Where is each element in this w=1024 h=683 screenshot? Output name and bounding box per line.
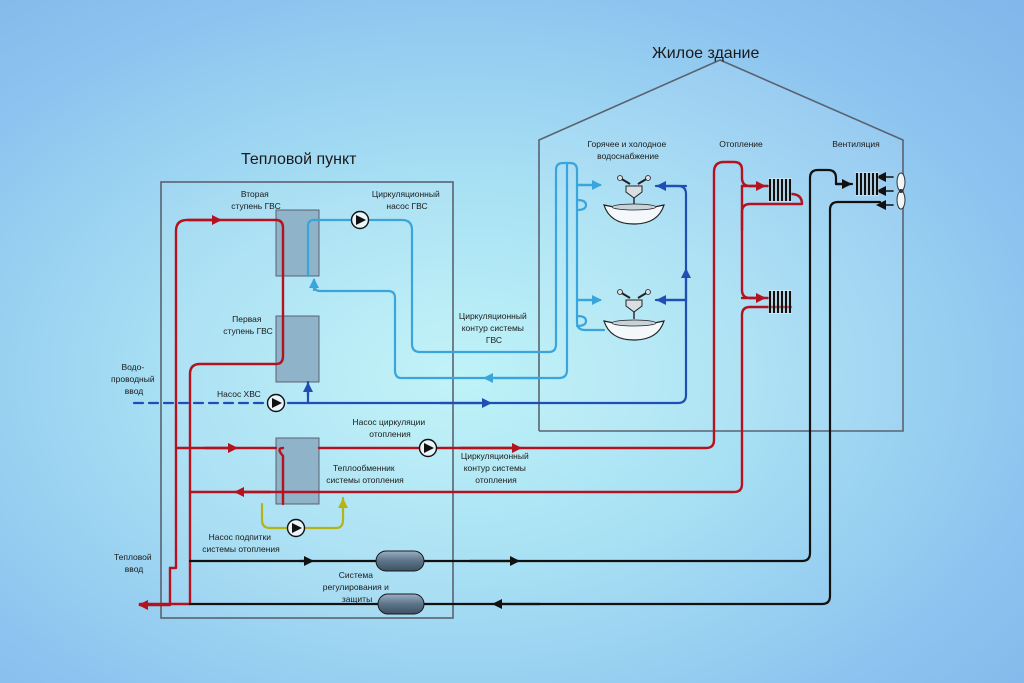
sink-lower-icon (603, 289, 665, 341)
radiator-lower-icon (766, 288, 794, 316)
sink-upper-icon (603, 175, 665, 225)
building-outline (538, 59, 904, 432)
building-title: Жилое здание (652, 45, 759, 62)
dhw-stage1-label: Первая ступень ГВС (223, 314, 272, 336)
control-tank-top (375, 550, 425, 572)
heat-pipes (138, 160, 804, 610)
heat-inlet-label: Тепловой ввод (114, 552, 154, 574)
radiator-upper-icon (766, 176, 794, 204)
dhw-stage2-label: Вторая ступень ГВС (231, 189, 280, 211)
heating-circulation-pump (418, 438, 438, 458)
control-system-label: Система регулирования и защиты (323, 570, 391, 604)
heating-circ-pump-label: Насос циркуляции отопления (352, 417, 427, 439)
heating-label: Отопление (719, 139, 763, 149)
water-inlet-label: Водо- проводный ввод (111, 362, 157, 396)
heating-exchanger-label: Теплообменник системы отопления (326, 463, 404, 485)
substation-title: Тепловой пункт (241, 151, 357, 168)
ventilation-pipes (188, 168, 894, 609)
cold-water-pump-label: Насос ХВС (217, 389, 261, 399)
ventilation-label: Вентиляция (832, 139, 880, 149)
dhw-circuit-label: Циркуляционный контур системы ГВС (459, 311, 529, 345)
makeup-pump (286, 518, 306, 538)
dhw-circulation-pump (350, 210, 370, 230)
cold-water-pump (266, 393, 286, 413)
dhw-circ-pump-label: Циркуляционный насос ГВС (372, 189, 442, 211)
makeup-pipes (260, 496, 348, 530)
ventilation-heater-icon (853, 170, 881, 198)
dhw-pipes (306, 161, 606, 383)
control-tank-bottom (377, 593, 425, 615)
water-supply-label: Горячее и холодное водоснабжение (587, 139, 668, 161)
fan-icon (896, 172, 906, 210)
heating-circuit-label: Циркуляционный контур системы отопления (461, 451, 531, 485)
makeup-pump-label: Насос подпитки системы отопления (202, 532, 280, 554)
cold-water-pipes (132, 181, 691, 408)
